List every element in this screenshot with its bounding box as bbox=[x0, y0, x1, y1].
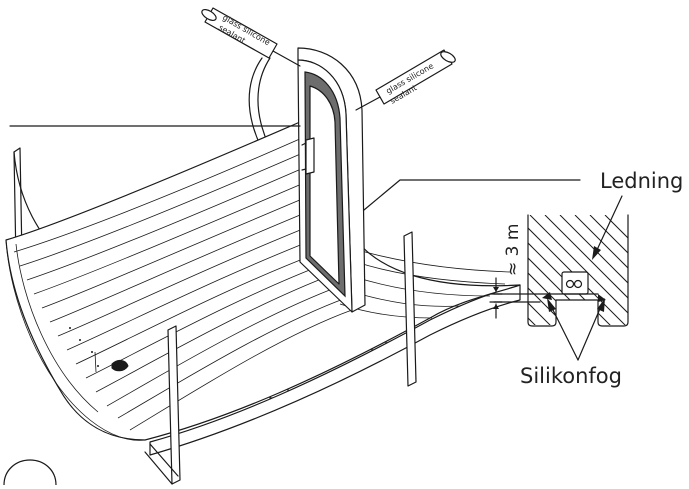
glass-door bbox=[297, 47, 366, 313]
step-marker-circle bbox=[3, 459, 57, 486]
ledning-label: Ledning bbox=[600, 169, 683, 193]
front-band-left bbox=[167, 325, 181, 485]
gap-dimension: ≈ 3 m bbox=[489, 224, 523, 319]
heater-element bbox=[111, 359, 129, 372]
gap-label: ≈ 3 m bbox=[503, 224, 523, 276]
silikonfog-arrows bbox=[547, 298, 605, 361]
floor-slats bbox=[13, 137, 511, 431]
ledning-arrow bbox=[592, 195, 623, 260]
floor-skirt bbox=[149, 284, 521, 456]
floor-screw-marks bbox=[69, 327, 99, 373]
silikonfog-label: Silikonfog bbox=[520, 364, 622, 388]
sealant-callout-right: glass silicone sealant bbox=[355, 49, 456, 111]
sauna-barrel bbox=[5, 47, 581, 485]
cross-section-detail bbox=[493, 214, 629, 327]
leader-line-right bbox=[363, 179, 581, 211]
door-handle bbox=[305, 137, 315, 175]
front-band-right bbox=[403, 231, 417, 387]
sealant-callout-left: glass silicone sealant bbox=[201, 7, 301, 67]
